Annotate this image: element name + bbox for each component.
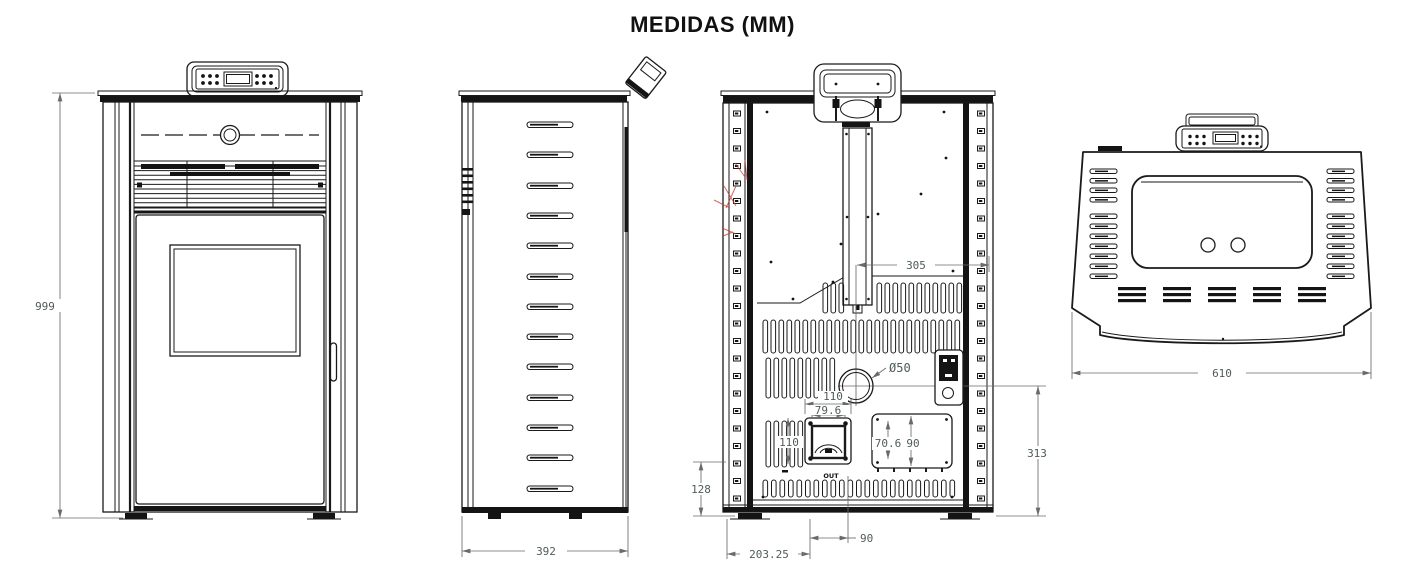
dim-label-128: 128 — [691, 483, 711, 496]
top-right-vents — [1326, 168, 1355, 279]
dim-label-90-panel: 90 — [906, 437, 919, 450]
dim-label-999: 999 — [35, 300, 55, 313]
dim-flue-offset: 305 — [857, 256, 990, 272]
dim-top-width: 610 — [1071, 312, 1372, 380]
dim-fan-offset: 90 — [809, 476, 873, 545]
top-hinge-tab — [1098, 146, 1122, 151]
dim-fan-height: 110 — [776, 418, 803, 464]
side-top-plate — [458, 90, 631, 96]
dim-fan-opening: 79.6 — [810, 404, 847, 418]
hopper-handle — [813, 63, 902, 127]
door-handle — [329, 342, 338, 382]
dim-label-392: 392 — [536, 545, 556, 558]
front-control-panel — [186, 61, 289, 97]
front-body — [102, 101, 358, 513]
top-left-vents — [1089, 168, 1118, 279]
dim-label-79-6: 79.6 — [815, 404, 842, 417]
out-label: OUT — [823, 472, 839, 480]
top-control-panel — [1175, 113, 1269, 152]
dim-label-203-25: 203.25 — [749, 548, 789, 561]
front-grille — [133, 160, 327, 208]
dim-label-110-w: 110 — [823, 390, 843, 403]
back-right-flange — [963, 103, 988, 512]
front-view: 999 — [29, 61, 363, 520]
front-foot-right — [313, 513, 335, 519]
top-body-outline — [1071, 151, 1372, 345]
front-door — [134, 207, 338, 505]
dim-fan-width: 110 — [804, 390, 852, 414]
dim-base-to-fan: 128 — [686, 461, 735, 517]
feed-channel — [842, 127, 873, 314]
flue-pipe — [625, 56, 667, 99]
front-foot-left — [125, 513, 147, 519]
front-base — [119, 506, 341, 520]
dim-label-313: 313 — [1027, 447, 1047, 460]
front-top-plate — [97, 90, 363, 96]
front-air-dial — [141, 124, 319, 146]
dim-side-depth: 392 — [461, 516, 629, 558]
side-base — [462, 507, 628, 519]
top-bottom-slats — [1118, 287, 1326, 303]
power-socket — [942, 387, 954, 399]
dim-label-110-h: 110 — [779, 436, 799, 449]
lid-knob-left — [1200, 237, 1216, 253]
back-base — [723, 499, 993, 520]
power-switch — [939, 355, 958, 381]
back-view: OUT — [686, 63, 1055, 561]
back-screws — [761, 110, 955, 499]
dim-panel: 70.6 90 — [872, 416, 921, 466]
top-front-lip — [1101, 331, 1343, 341]
diagram-title: MEDIDAS (MM) — [630, 12, 795, 37]
dim-fan-left-offset: 203.25 — [726, 519, 811, 561]
lid-knob-right — [1230, 237, 1246, 253]
side-view: 392 — [458, 56, 667, 558]
dim-flue-to-base: 313 — [996, 386, 1055, 517]
side-vent-slots — [526, 121, 574, 492]
back-vent-slots — [762, 282, 963, 498]
top-view: 610 — [1071, 113, 1372, 380]
panel-buttons — [201, 74, 278, 90]
fan-outlet: OUT — [804, 417, 852, 480]
dim-label-70-6: 70.6 — [875, 437, 902, 450]
red-sketch-marks — [713, 159, 748, 237]
dim-front-height: 999 — [29, 92, 123, 519]
dim-label-305: 305 — [906, 259, 926, 272]
door-window — [169, 244, 301, 357]
back-left-flange — [728, 103, 753, 512]
dim-label-90: 90 — [860, 532, 873, 545]
dim-label-o50: Ø50 — [889, 361, 911, 375]
hopper-lid — [1131, 175, 1313, 269]
dim-flue-diameter: Ø50 — [871, 361, 911, 379]
side-front-slats — [462, 168, 473, 215]
dim-label-610: 610 — [1212, 367, 1232, 380]
display-screen — [223, 71, 253, 87]
power-inlet — [934, 349, 964, 406]
